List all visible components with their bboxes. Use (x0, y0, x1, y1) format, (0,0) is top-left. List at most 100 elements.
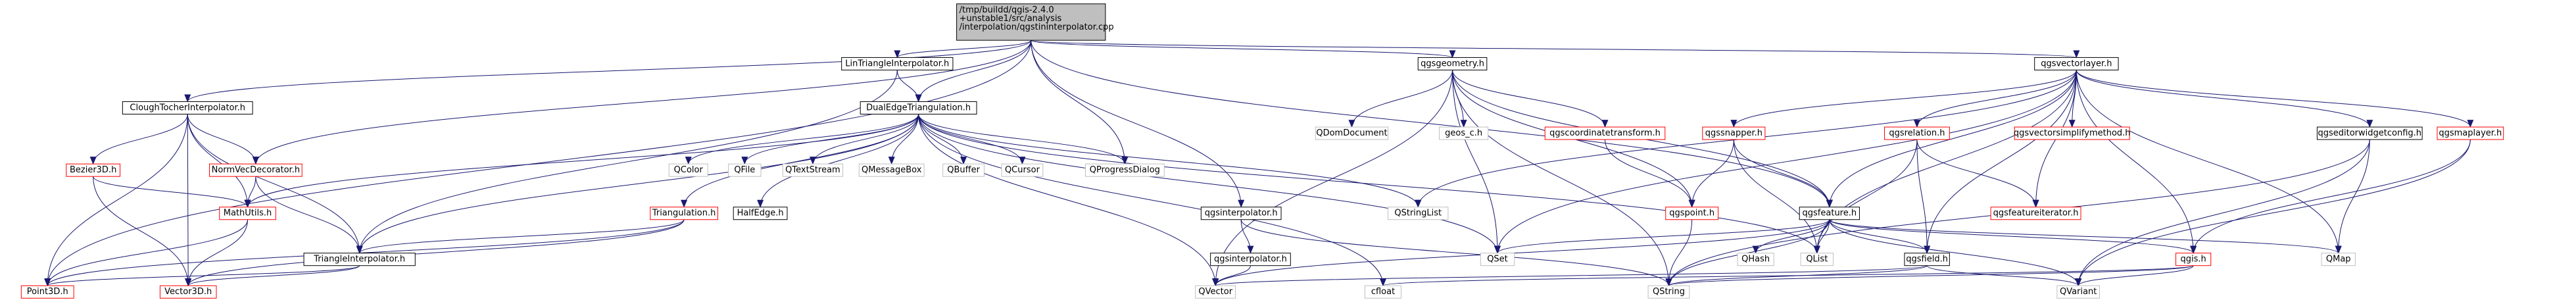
node-qgsvsm[interactable]: qgsvectorsimplifymethod.h (2014, 126, 2131, 140)
node-qmessagebox[interactable]: QMessageBox (858, 163, 925, 177)
node-box (208, 163, 303, 177)
node-qtextstream[interactable]: QTextStream (782, 163, 844, 177)
edge-dualEdge-to-halfedge (757, 114, 919, 208)
node-box (1883, 126, 1950, 140)
edge-qgseditor-to-qvariant (2075, 139, 2370, 287)
node-linTri[interactable]: LinTriangleInterpolator.h (841, 57, 954, 70)
node-box (1904, 253, 1950, 266)
node-qgsinterp2[interactable]: qgsinterpolator.h (1210, 253, 1291, 266)
node-qvector[interactable]: QVector (1195, 285, 1236, 299)
node-label: QProgressDialog (1090, 165, 1160, 175)
node-qhash[interactable]: QHash (1737, 253, 1774, 266)
node-qgsrelation[interactable]: qgsrelation.h (1883, 126, 1950, 140)
node-label: /tmp/buildd/qgis-2.4.0 (960, 5, 1054, 15)
node-label: LinTriangleInterpolator.h (845, 59, 949, 68)
node-box (1364, 285, 1402, 299)
node-qfile[interactable]: QFile (728, 163, 762, 177)
edge-qgsh-to-cfloat (1380, 265, 2194, 287)
edge-qgsgeometry-to-qvector (1212, 70, 1453, 287)
node-qcursor[interactable]: QCursor (1001, 163, 1044, 177)
node-qset[interactable]: QSet (1480, 253, 1515, 266)
node-qbuffer[interactable]: QBuffer (942, 163, 984, 177)
node-qgsvectorlayer[interactable]: qgsvectorlayer.h (2034, 57, 2119, 70)
node-label: HalfEdge.h (737, 209, 784, 218)
edge-qgsfeature-to-qlist (1813, 219, 1830, 254)
edge-qgsfeature-to-qgsh (1829, 219, 2197, 254)
node-triInterp[interactable]: TriangleInterpolator.h (303, 253, 416, 266)
node-label: qgspoint.h (1669, 209, 1714, 218)
node-point3d[interactable]: Point3D.h (20, 285, 74, 299)
node-clough[interactable]: CloughTocherInterpolator.h (122, 101, 253, 114)
edge-qgsfeature-to-qstring (1665, 219, 1830, 287)
edge-mathutils-to-vector3d (185, 219, 248, 287)
node-label: QDomDocument (1316, 128, 1387, 138)
edge-dualEdge-to-qcursor (918, 114, 1026, 165)
node-qmap[interactable]: QMap (2321, 253, 2356, 266)
edge-qgsvectorlayer-to-qgssnapper (1730, 70, 2077, 128)
edge-qgsh-to-qstring (1666, 265, 2194, 287)
dependency-edges (44, 39, 2474, 287)
node-root[interactable]: /tmp/buildd/qgis-2.4.0+unstable1/src/ana… (956, 3, 1114, 41)
node-geos[interactable]: geos_c.h (1439, 126, 1489, 140)
node-box (303, 253, 416, 266)
node-cfloat[interactable]: cfloat (1364, 285, 1402, 299)
node-qdom[interactable]: QDomDocument (1315, 126, 1389, 140)
edge-qgsinterp-to-qgsinterp2 (1240, 219, 1254, 254)
node-box (2175, 253, 2212, 266)
node-box (159, 285, 217, 299)
edge-triangulation-to-triInterp (356, 219, 685, 254)
edge-dualEdge-to-qcolor (685, 114, 919, 165)
node-qgsfeatit[interactable]: qgsfeatureiterator.h (1990, 207, 2081, 220)
edge-qgsvectorlayer-to-qset (1494, 70, 2077, 254)
node-vector3d[interactable]: Vector3D.h (159, 285, 217, 299)
node-triangulation[interactable]: Triangulation.h (650, 207, 718, 220)
node-box (2056, 285, 2101, 299)
node-box (782, 163, 844, 177)
node-qgssnapper[interactable]: qgssnapper.h (1702, 126, 1766, 140)
node-qgsfield[interactable]: qgsfield.h (1904, 253, 1950, 266)
edge-bezier-to-mathutils (93, 176, 251, 208)
node-label: qgsfield.h (1906, 255, 1948, 264)
edge-clough-to-triInterp (187, 114, 363, 254)
node-qgspoint[interactable]: qgspoint.h (1665, 207, 1719, 220)
node-bezier[interactable]: Bezier3D.h (66, 163, 121, 177)
node-label: qgsfeature.h (1803, 209, 1857, 218)
node-box (1990, 207, 2081, 220)
node-label: QHash (1741, 255, 1770, 264)
node-normVec[interactable]: NormVecDecorator.h (208, 163, 303, 177)
node-qgscoord[interactable]: qgscoordinatetransform.h (1544, 126, 1666, 140)
edge-qgsmaplayer-to-qvariant (2075, 139, 2471, 287)
edge-dualEdge-to-qstringlist (918, 114, 1422, 208)
node-qcolor[interactable]: QColor (668, 163, 708, 177)
node-dualEdge[interactable]: DualEdgeTriangulation.h (860, 101, 977, 114)
edge-dualEdge-to-triInterp (356, 114, 919, 254)
node-qgsgeometry[interactable]: qgsgeometry.h (1417, 57, 1488, 70)
edge-qgsvectorlayer-to-qgsfeature (1826, 70, 2077, 208)
node-halfedge[interactable]: HalfEdge.h (733, 207, 788, 220)
node-qgsh[interactable]: qgis.h (2175, 253, 2212, 266)
edge-triangulation-to-vector3d (185, 219, 685, 287)
node-qvariant[interactable]: QVariant (2056, 285, 2101, 299)
node-qgsmaplayer[interactable]: qgsmaplayer.h (2437, 126, 2504, 140)
edge-root-to-qgsinterp (1031, 40, 1245, 208)
node-qgsfeature[interactable]: qgsfeature.h (1799, 207, 1860, 220)
node-mathutils[interactable]: MathUtils.h (219, 207, 276, 220)
edge-qgsfield-to-qvariant (1926, 265, 2082, 287)
node-qlist[interactable]: QList (1800, 253, 1834, 266)
node-label: QVariant (2060, 287, 2097, 297)
node-label: QString (1653, 287, 1685, 297)
node-qstring[interactable]: QString (1647, 285, 1690, 299)
node-label: QCursor (1005, 165, 1040, 175)
node-box (728, 163, 762, 177)
node-qgsinterp[interactable]: qgsinterpolator.h (1200, 207, 1282, 220)
edge-qgssnapper-to-qgsfeature (1733, 139, 1833, 208)
node-box (2316, 126, 2423, 140)
edge-qgsh-to-qvariant (2075, 265, 2194, 287)
node-qgseditor[interactable]: qgseditorwidgetconfig.h (2316, 126, 2423, 140)
edge-dualEdge-to-triangulation (681, 114, 919, 208)
edge-root-to-qgsgeometry (1031, 39, 1455, 59)
node-qstringlist[interactable]: QStringList (1388, 207, 1449, 220)
node-qprogress[interactable]: QProgressDialog (1084, 163, 1165, 177)
edge-qgsvectorlayer-to-qgseditor (2076, 70, 2373, 128)
node-box (1480, 253, 1515, 266)
